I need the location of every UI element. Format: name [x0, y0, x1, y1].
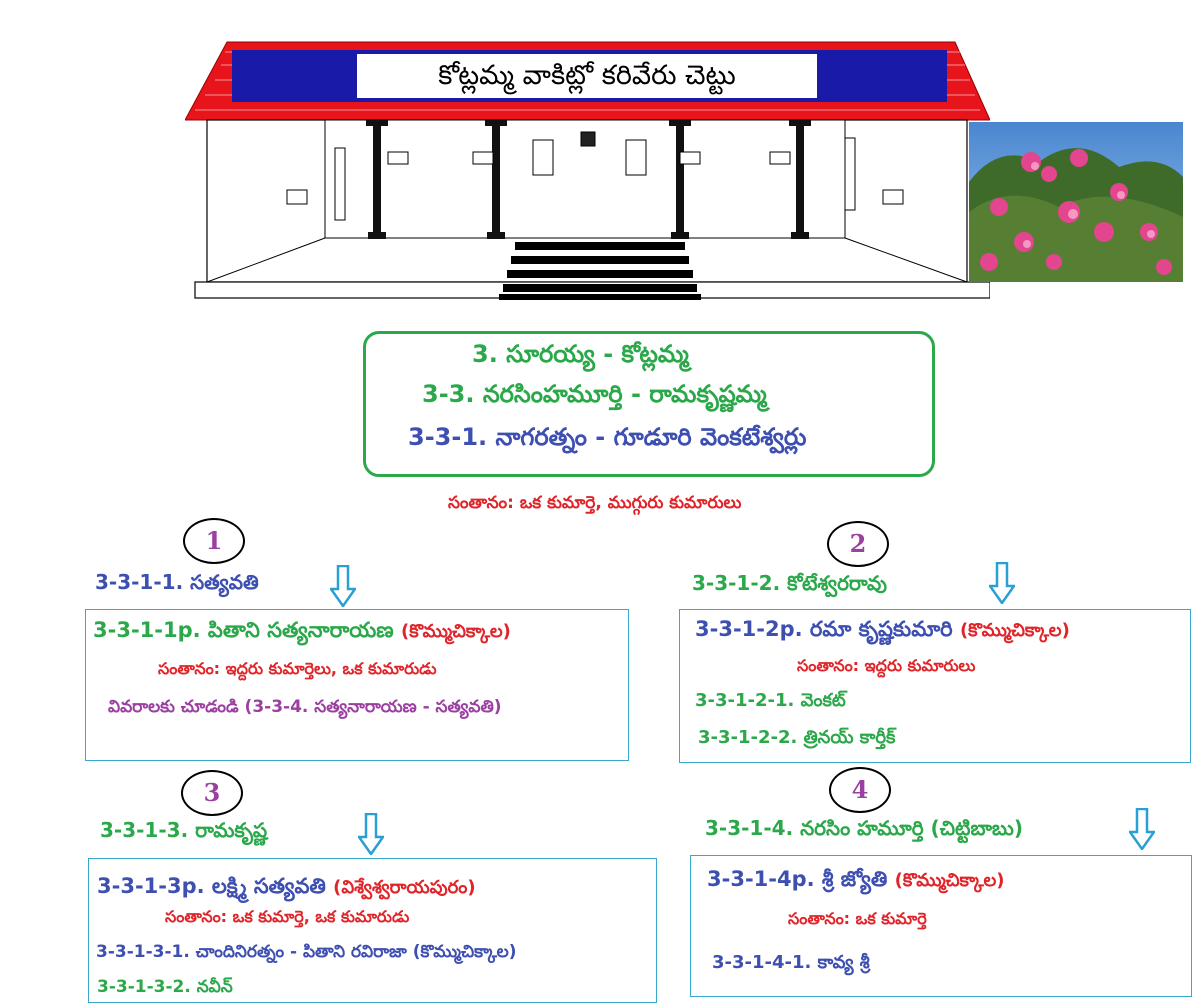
branch-1-number: 1: [183, 518, 245, 564]
branch-4-number: 4: [829, 767, 891, 813]
branch-3-item-2: 3-3-1-3-2. నవీన్: [97, 977, 233, 997]
header-line-2: 3-3. నరసింహమూర్తి - రామకృష్ణమ్మ: [422, 380, 767, 408]
branch-4-box: [690, 855, 1192, 997]
branch-1-name: 3-3-1-1. సత్యవతి: [95, 570, 259, 594]
branch-4-children: సంతానం: ఒక కుమార్తె: [788, 909, 927, 928]
branch-1-spouse-place: (కొమ్ముచిక్కాల): [400, 621, 511, 642]
branch-4-name: 3-3-1-4. నరసిం హమూర్తి (చిట్టిబాబు): [705, 816, 1023, 840]
branch-2-box: [679, 609, 1191, 763]
oleander-photo: [969, 122, 1183, 282]
branch-3-children: సంతానం: ఒక కుమార్తె, ఒక కుమారుడు: [165, 907, 410, 926]
branch-1-spouse-code: 3-3-1-1p. పితాని సత్యనారాయణ: [93, 618, 394, 642]
branch-3-spouse-place: (విశ్వేశ్వరాయపురం): [333, 877, 476, 898]
branch-2-spouse-code: 3-3-1-2p. రమా కృష్ణకుమారి: [695, 617, 953, 641]
header-line-1: 3. సూరయ్య - కోట్లమ్మ: [472, 340, 689, 368]
branch-3-number: 3: [181, 770, 243, 816]
header-line-3: 3-3-1. నాగరత్నం - గూడూరి వెంకటేశ్వర్లు: [408, 423, 807, 451]
branch-2-number: 2: [827, 521, 889, 567]
branch-2-children: సంతానం: ఇద్దరు కుమారులు: [797, 656, 976, 675]
branch-3-spouse-code: 3-3-1-3p. లక్ష్మి సత్యవతి: [97, 874, 326, 898]
down-arrow-icon: [330, 565, 356, 607]
down-arrow-icon: [1129, 808, 1155, 850]
branch-2-name: 3-3-1-2. కోటేశ్వరరావు: [692, 571, 888, 595]
branch-1-spouse: 3-3-1-1p. పితాని సత్యనారాయణ (కొమ్ముచిక్క…: [93, 618, 511, 648]
down-arrow-icon: [358, 813, 384, 855]
banner-title: కోట్లమ్మ వాకిట్లో కరివేరు చెట్టు: [438, 60, 736, 91]
branch-4-spouse: 3-3-1-4p. శ్రీ జ్యోతి (కొమ్ముచిక్కాల): [707, 867, 1004, 897]
down-arrow-icon: [989, 562, 1015, 604]
branch-1-note: వివరాలకు చూడండి (3-3-4. సత్యనారాయణ - సత్…: [108, 697, 502, 717]
branch-2-item-2: 3-3-1-2-2. త్రినయ్ కార్తీక్: [698, 727, 896, 748]
children-summary: సంతానం: ఒక కుమార్తె, ముగ్గురు కుమారులు: [448, 493, 742, 513]
branch-2-item-1: 3-3-1-2-1. వెంకట్: [695, 690, 846, 711]
branch-1-box: [85, 609, 629, 761]
branch-3-spouse: 3-3-1-3p. లక్ష్మి సత్యవతి (విశ్వేశ్వరాయప…: [97, 874, 476, 904]
branch-4-item-1: 3-3-1-4-1. కావ్య శ్రీ: [712, 952, 870, 973]
branch-2-spouse-place: (కొమ్ముచిక్కాల): [959, 620, 1070, 641]
branch-4-spouse-place: (కొమ్ముచిక్కాల): [894, 870, 1005, 891]
branch-3-box: [88, 858, 657, 1003]
branch-1-children: సంతానం: ఇద్దరు కుమార్తెలు, ఒక కుమారుడు: [158, 659, 437, 678]
branch-4-spouse-code: 3-3-1-4p. శ్రీ జ్యోతి: [707, 867, 888, 891]
house-illustration: [185, 41, 990, 300]
branch-3-name: 3-3-1-3. రామకృష్ణ: [100, 818, 268, 842]
branch-3-item-1: 3-3-1-3-1. చాందినిరత్నం - పితాని రవిరాజా…: [96, 942, 517, 962]
branch-2-spouse: 3-3-1-2p. రమా కృష్ణకుమారి (కొమ్ముచిక్కాల…: [695, 617, 1070, 647]
header-box: [363, 331, 935, 477]
